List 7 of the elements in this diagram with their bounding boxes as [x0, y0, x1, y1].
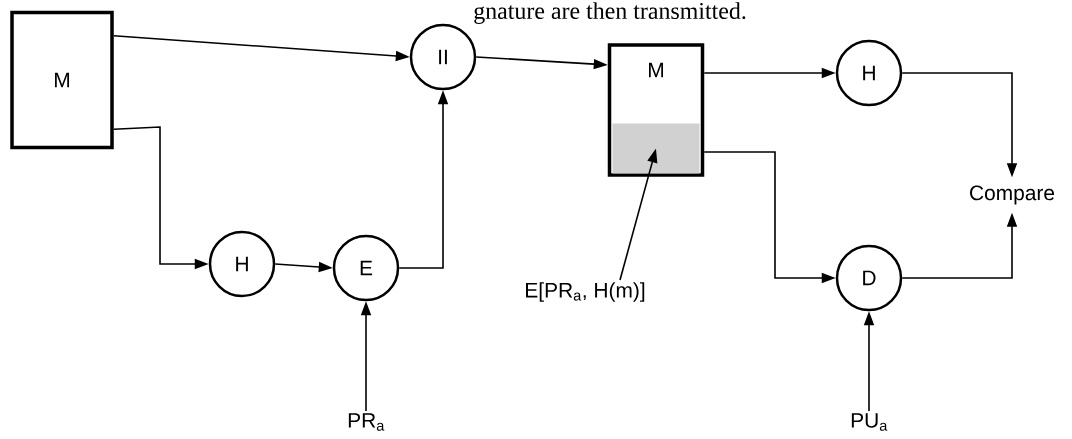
text-label: PU$_{a}$: [851, 413, 888, 431]
text-label: E[PR$_{a}$, H(m)]: [526, 282, 645, 302]
signature-area: [612, 123, 700, 174]
caption-text: gnature are then transmitted.: [474, 2, 746, 24]
message-box: M: [10, 10, 114, 150]
text-label: PR$_{a}$: [348, 413, 385, 431]
text-label: Compare: [970, 185, 1055, 205]
